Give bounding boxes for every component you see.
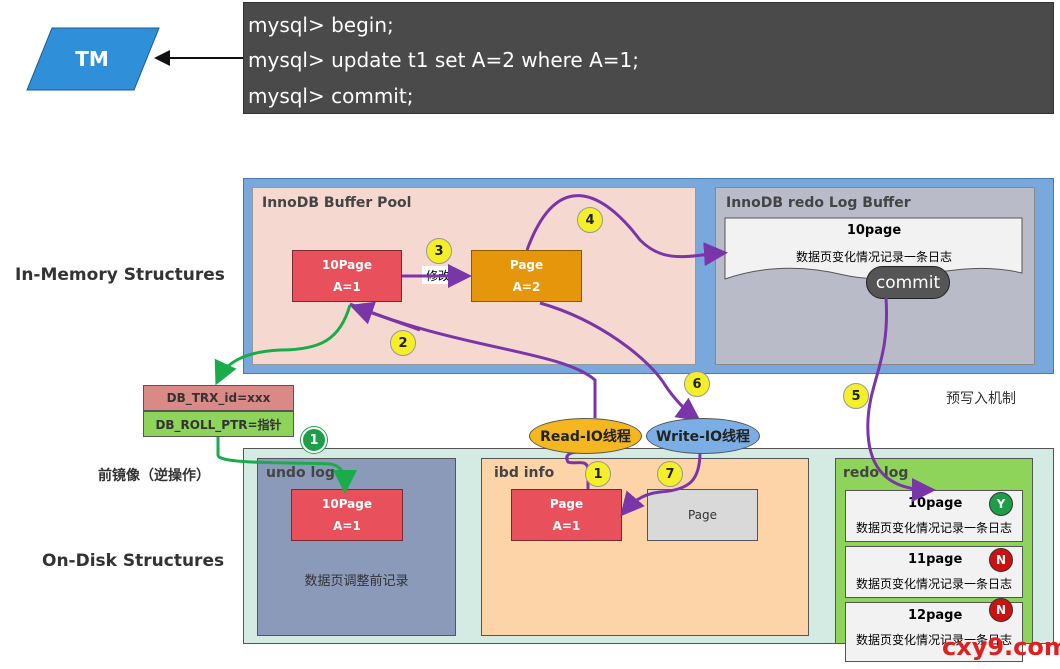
in-memory-label: In-Memory Structures bbox=[15, 265, 225, 285]
flag-no-badge: N bbox=[989, 548, 1013, 572]
flag-no-badge: N bbox=[989, 598, 1013, 622]
step-badge: 2 bbox=[390, 330, 416, 356]
on-disk-label: On-Disk Structures bbox=[42, 551, 225, 571]
page-value: A=2 bbox=[512, 280, 541, 294]
step-badge: 6 bbox=[684, 371, 710, 397]
redo-entry-page: 12page bbox=[908, 608, 963, 623]
redo-buffer-entry-shape bbox=[724, 217, 1023, 280]
undo-log-pane bbox=[257, 458, 456, 636]
ibd-page-a: Page A=1 bbox=[511, 489, 622, 541]
redo-entry-desc: 数据页变化情况记录一条日志 bbox=[855, 577, 1012, 591]
redo-entry-desc: 数据页变化情况记录一条日志 bbox=[855, 521, 1012, 535]
step-badge: 5 bbox=[843, 383, 869, 409]
page-title: 10Page bbox=[322, 497, 372, 511]
redo-buffer-entry-title: 10page bbox=[846, 223, 902, 238]
modify-label: 修改 bbox=[422, 266, 454, 284]
undo-trx-id: DB_TRX_id=xxx bbox=[143, 385, 294, 411]
before-image-label: 前镜像（逆操作） bbox=[98, 468, 210, 484]
ibd-title: ibd info bbox=[494, 465, 555, 481]
undo-caption: 数据页调整前记录 bbox=[304, 574, 409, 589]
watermark: cxy9.com bbox=[942, 633, 1060, 661]
page-title: Page bbox=[509, 258, 544, 272]
flag-yes-badge: Y bbox=[989, 492, 1013, 516]
terminal-panel: mysql> begin; mysql> update t1 set A=2 w… bbox=[243, 2, 1054, 114]
undo-log-title: undo log bbox=[266, 465, 335, 481]
step-badge: 1 bbox=[585, 461, 611, 487]
buffer-pool-title: InnoDB Buffer Pool bbox=[262, 195, 412, 211]
buffer-page-before: 10Page A=1 bbox=[292, 250, 402, 302]
terminal-line: mysql> begin; bbox=[248, 13, 394, 37]
page-title: 10Page bbox=[322, 258, 372, 272]
wal-label: 预写入机制 bbox=[946, 391, 1016, 407]
commit-badge: commit bbox=[866, 266, 950, 299]
redo-entry-desc: 数据页变化情况记录一条日志 bbox=[855, 633, 1012, 647]
terminal-line: mysql> update t1 set A=2 where A=1; bbox=[248, 48, 639, 72]
ibd-pane bbox=[481, 458, 809, 636]
page-value: A=1 bbox=[333, 280, 361, 294]
read-io-thread: Read-IO线程 bbox=[529, 418, 642, 454]
page-value: A=1 bbox=[552, 519, 581, 533]
tm-shape bbox=[26, 27, 160, 91]
undo-roll-ptr: DB_ROLL_PTR=指针 bbox=[143, 411, 294, 437]
page-value: A=1 bbox=[333, 519, 361, 533]
redo-buffer-entry-desc: 数据页变化情况记录一条日志 bbox=[795, 250, 952, 264]
redo-entry-page: 11page bbox=[908, 552, 963, 567]
redo-log-buffer-title: InnoDB redo Log Buffer bbox=[726, 195, 911, 211]
step-badge: 7 bbox=[657, 461, 683, 487]
write-io-thread: Write-IO线程 bbox=[646, 418, 760, 454]
tm-label: TM bbox=[75, 47, 109, 71]
step-badge: 3 bbox=[426, 238, 452, 264]
step-badge: 1 bbox=[301, 427, 327, 453]
page-title: Page bbox=[549, 497, 584, 511]
redo-entry-page: 10page bbox=[908, 496, 963, 511]
redo-log-title: redo log bbox=[843, 465, 909, 481]
buffer-page-after: Page A=2 bbox=[471, 250, 582, 302]
undo-page: 10Page A=1 bbox=[291, 489, 403, 541]
ibd-page-b: Page bbox=[647, 489, 758, 541]
step-badge: 4 bbox=[577, 207, 603, 233]
terminal-line: mysql> commit; bbox=[248, 84, 414, 108]
